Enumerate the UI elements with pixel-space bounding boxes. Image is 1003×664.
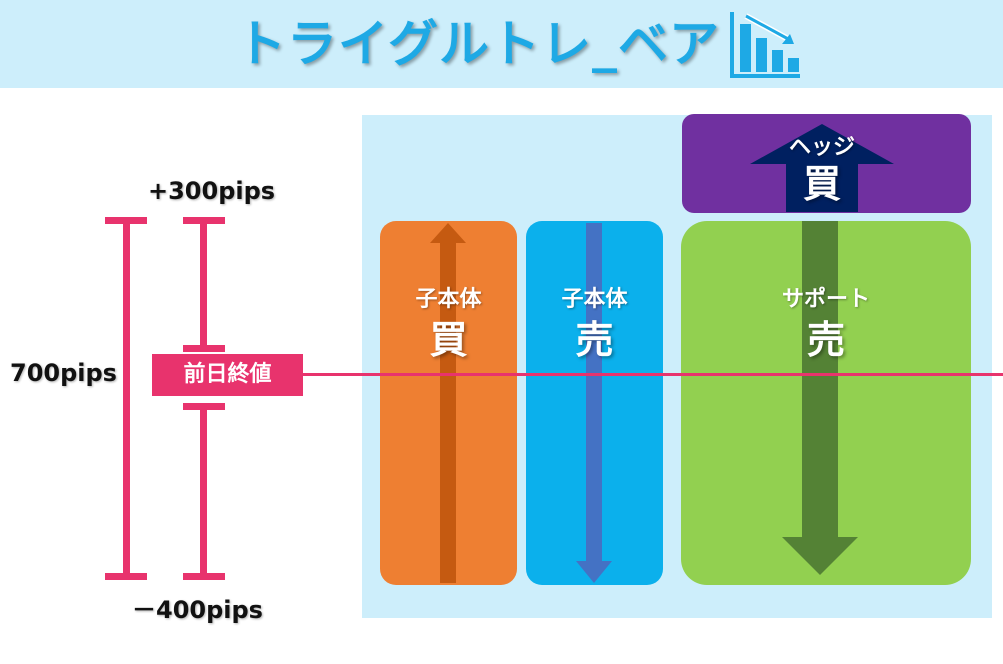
- support-sell-sub-label: サポート: [781, 287, 870, 312]
- child-sell-main-label: 売: [575, 318, 614, 362]
- support-sell-main-label: 売: [806, 318, 845, 362]
- child-sell-sub-label: 子本体: [561, 287, 628, 312]
- upper-range-bracket: [183, 217, 225, 352]
- title-banner: [0, 0, 1003, 88]
- hedge-buy-sub-label: ヘッジ: [788, 135, 855, 160]
- child-buy-main-label: 買: [429, 318, 468, 362]
- up-arrow-icon: [430, 223, 466, 583]
- lower-range-label: －400pips: [132, 596, 263, 624]
- down-arrow-icon: [576, 223, 612, 583]
- child-buy-sub-label: 子本体: [415, 287, 482, 312]
- bar-chart-down-icon: [730, 12, 800, 78]
- total-range-bracket: [105, 217, 147, 580]
- lower-range-bracket: [183, 403, 225, 580]
- hedge-buy-main-label: 買: [802, 162, 841, 206]
- down-arrow-icon: [782, 221, 858, 575]
- upper-range-label: +300pips: [148, 177, 276, 205]
- previous-close-line: [296, 373, 1003, 376]
- up-arrow-icon: [750, 124, 894, 212]
- previous-close-label: 前日終値: [152, 354, 303, 396]
- total-range-label: 700pips: [10, 359, 117, 387]
- range-brackets: [105, 217, 225, 580]
- page-title: トライグルトレ_ベア: [236, 15, 720, 73]
